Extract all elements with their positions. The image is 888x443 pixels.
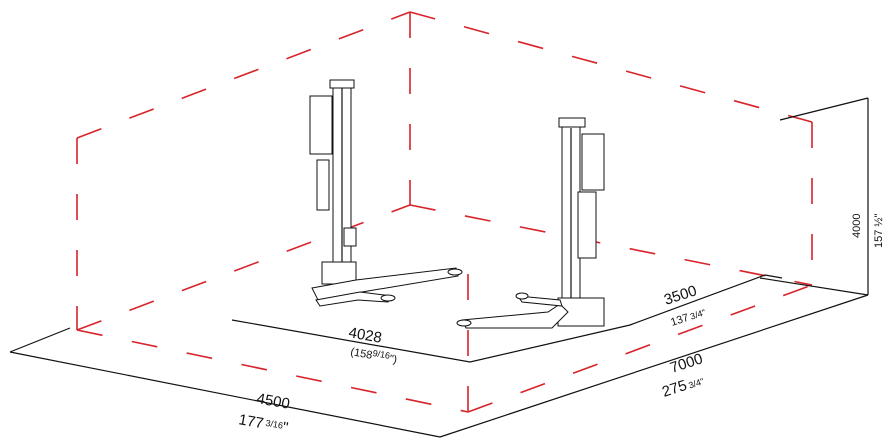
floor-depth-mm: 4028	[347, 324, 383, 347]
left-lift-arms	[311, 267, 463, 307]
dim-floor-width: 3500 1373/4"	[662, 282, 707, 329]
bay-envelope-outline	[76, 11, 813, 413]
dim-floor-depth: 4028 (1589/16")	[347, 324, 398, 366]
bay-width-inch: 1773/16"	[237, 411, 289, 436]
floor-width-inch: 1373/4"	[669, 306, 707, 329]
dim-bay-length: 7000 2753/4"	[660, 350, 706, 400]
bay-width-mm: 4500	[255, 390, 291, 413]
dim-height: 4000 157 ½"	[851, 213, 885, 248]
floor-footprint	[231, 274, 783, 363]
height-inch: 157 ½"	[873, 213, 885, 248]
left-lift-post	[309, 79, 357, 285]
height-mm: 4000	[851, 214, 863, 238]
dim-bay-width: 4500 1773/16"	[237, 390, 291, 436]
floor-depth-inch: (1589/16")	[349, 344, 398, 366]
bay-length-inch: 2753/4"	[660, 371, 706, 400]
floor-width-mm: 3500	[662, 282, 699, 308]
right-lift-post	[557, 117, 605, 327]
bay-length-mm: 7000	[668, 350, 705, 376]
outer-dimension-lines	[9, 97, 869, 438]
right-lift-arms	[456, 292, 569, 329]
